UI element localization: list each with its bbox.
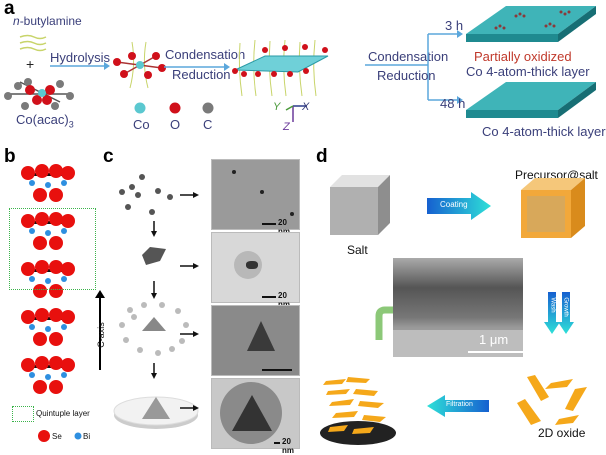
growth-label: Growth bbox=[562, 297, 569, 317]
se-atom-icon bbox=[38, 430, 50, 442]
branch-arrows bbox=[365, 30, 463, 104]
panel-c-label: c bbox=[103, 146, 114, 167]
coating-label: Coating bbox=[440, 200, 468, 209]
filtration-arrow bbox=[427, 395, 489, 417]
hydrolysis-label: Hydrolysis bbox=[50, 50, 110, 65]
c-axis-label: C-axis bbox=[95, 322, 106, 348]
axis-y-label: Y bbox=[273, 101, 281, 113]
plus-sign: + bbox=[26, 56, 35, 72]
reduction-label-2: Reduction bbox=[377, 68, 436, 83]
panel-b-label: b bbox=[4, 146, 16, 167]
sem-scale-label: 1 μm bbox=[479, 332, 509, 347]
precursor-cube-icon bbox=[521, 178, 585, 238]
bi-atom-icon bbox=[74, 432, 82, 440]
scale-label-2: 20 nm bbox=[278, 291, 290, 309]
quintuple-legend-swatch bbox=[12, 406, 34, 422]
salt-label: Salt bbox=[347, 243, 368, 257]
hydrolysis-arrow bbox=[50, 62, 110, 70]
legend-co-label: Co bbox=[133, 117, 150, 132]
wash-arrow bbox=[544, 292, 560, 334]
condensation-label-1: Condensation bbox=[165, 47, 246, 62]
axis-x-label: X bbox=[302, 101, 310, 113]
co-atom-icon bbox=[134, 102, 146, 114]
pure-co-layer-icon bbox=[466, 82, 596, 118]
bi2se3-crystal-structure bbox=[21, 164, 75, 394]
se-legend-label: Se bbox=[52, 432, 62, 441]
partially-oxidized-label: Partially oxidized bbox=[474, 49, 572, 64]
atom-legend-a bbox=[134, 102, 214, 114]
c-atom-icon bbox=[202, 102, 214, 114]
time-3h-label: 3 h bbox=[445, 18, 464, 33]
reduction-label-1: Reduction bbox=[172, 67, 231, 82]
legend-o-label: O bbox=[170, 117, 181, 132]
growth-schematic bbox=[113, 174, 199, 429]
scale-label-1: 20 nm bbox=[278, 218, 290, 236]
filtered-film-icon bbox=[320, 377, 396, 445]
wash-growth-arrows bbox=[544, 292, 574, 334]
tem-image-4: 20 nm bbox=[211, 378, 300, 455]
scale-label-4: 20 nm bbox=[282, 437, 294, 455]
panel-a-label: a bbox=[4, 0, 15, 19]
growth-arrow bbox=[558, 292, 574, 334]
time-48h-label: 48 h bbox=[440, 96, 466, 111]
nucleus-shape bbox=[142, 247, 166, 265]
tem-arrows bbox=[180, 192, 199, 411]
wash-label: Wash bbox=[549, 297, 556, 313]
axis-indicator-icon bbox=[285, 105, 307, 122]
nanoparticle-seeds bbox=[119, 174, 173, 215]
2d-oxide-label: 2D oxide bbox=[538, 426, 586, 440]
quintuple-layer-box bbox=[9, 208, 96, 290]
c-axis-arrow bbox=[95, 290, 105, 370]
o-atom-icon bbox=[169, 102, 181, 114]
butylamine-chains-icon bbox=[19, 34, 47, 52]
condensation-arrow-1 bbox=[164, 63, 230, 71]
salt-cube-icon bbox=[330, 175, 390, 235]
oxidized-co-layer-icon bbox=[466, 6, 596, 42]
panel-d-label: d bbox=[316, 146, 328, 167]
co-complex-icon bbox=[113, 41, 166, 89]
bi-legend-label: Bi bbox=[83, 432, 91, 441]
tem-image-3 bbox=[211, 305, 300, 376]
co-acac-label: Co(acac)3 bbox=[16, 112, 74, 130]
quintuple-legend-label: Quintuple layer bbox=[36, 409, 90, 418]
co-layer-label-top: Co 4-atom-thick layer bbox=[466, 64, 590, 79]
tem-image-2: 20 nm bbox=[211, 232, 300, 309]
axis-z-label: Z bbox=[283, 121, 290, 133]
filtration-label: Filtration bbox=[446, 401, 473, 408]
legend-c-label: C bbox=[203, 117, 213, 132]
intermediate-sheet-icon bbox=[232, 39, 329, 97]
precursor-cloud bbox=[119, 302, 189, 356]
atom-legend-b bbox=[38, 430, 82, 442]
co-acac-molecule-icon bbox=[4, 78, 74, 110]
coating-arrow bbox=[427, 192, 491, 220]
co-layer-label-bottom: Co 4-atom-thick layer bbox=[482, 124, 606, 139]
sem-image: 1 μm bbox=[393, 258, 524, 357]
2d-oxide-flakes-icon bbox=[517, 375, 587, 425]
tem-image-1: 20 nm bbox=[211, 159, 300, 236]
n-butylamine-label: n-butylamine bbox=[13, 14, 82, 28]
